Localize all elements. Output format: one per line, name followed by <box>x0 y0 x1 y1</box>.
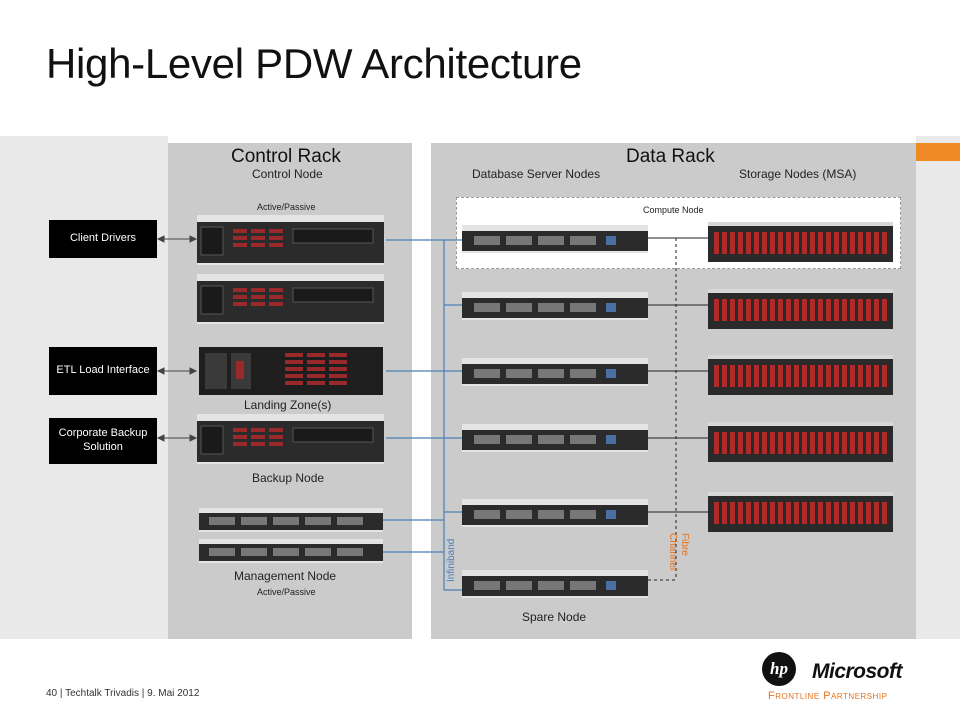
storage-node-msa <box>708 355 893 395</box>
server-1u-icon <box>462 292 648 320</box>
server-1u-icon <box>199 508 383 532</box>
management-node-server-1 <box>199 508 383 532</box>
landing-zone-server <box>199 347 383 395</box>
etl-load-label: ETL Load Interface <box>56 364 150 377</box>
storage-array-icon <box>708 422 893 462</box>
data-rack-title: Data Rack <box>626 146 715 167</box>
storage-array-icon <box>708 492 893 532</box>
client-drivers-box: Client Drivers <box>49 220 157 258</box>
server-1u-icon <box>462 225 648 253</box>
storage-nodes-label: Storage Nodes (MSA) <box>739 167 857 181</box>
client-drivers-label: Client Drivers <box>69 232 136 245</box>
corporate-backup-box: Corporate Backup Solution <box>49 418 157 464</box>
server-1u-icon <box>199 539 383 563</box>
control-rack-title: Control Rack <box>231 146 341 167</box>
active-passive-top-label: Active/Passive <box>257 202 316 212</box>
storage-node-msa <box>708 422 893 462</box>
footer-text: 40 | Techtalk Trivadis | 9. Mai 2012 <box>46 688 200 699</box>
db-server-node <box>462 499 648 527</box>
page-title: High-Level PDW Architecture <box>46 40 582 87</box>
infiniband-label: Infiniband <box>446 538 457 582</box>
db-server-node <box>462 225 648 253</box>
server-2u-icon <box>197 414 384 464</box>
server-2u-icon <box>197 274 384 324</box>
server-landing-zone-icon <box>199 347 383 395</box>
storage-array-icon <box>708 355 893 395</box>
storage-node-msa <box>708 289 893 329</box>
backup-node-server <box>197 414 384 464</box>
db-server-node <box>462 358 648 386</box>
storage-node-msa <box>708 492 893 532</box>
server-1u-icon <box>462 358 648 386</box>
ext-arrows <box>156 235 198 442</box>
server-1u-icon <box>462 424 648 452</box>
microsoft-logo: Microsoft <box>812 660 903 683</box>
management-node-server-2 <box>199 539 383 563</box>
etl-load-box: ETL Load Interface <box>49 347 157 395</box>
server-2u-icon <box>197 215 384 265</box>
server-1u-icon <box>462 499 648 527</box>
active-passive-bottom-label: Active/Passive <box>257 587 316 597</box>
partner-logos: hp Microsoft Frontline Partnership <box>762 652 922 708</box>
control-node-label: Control Node <box>252 167 323 181</box>
corporate-backup-label: Corporate Backup Solution <box>58 427 148 453</box>
db-server-nodes-label: Database Server Nodes <box>472 167 601 181</box>
storage-node-msa <box>708 222 893 262</box>
db-server-node <box>462 424 648 452</box>
db-server-node <box>462 292 648 320</box>
fibre-channel-lines <box>648 237 710 581</box>
hp-logo-icon: hp <box>762 652 796 686</box>
infiniband-lines <box>382 239 466 591</box>
backup-node-label: Backup Node <box>252 471 325 485</box>
management-node-label: Management Node <box>234 569 337 583</box>
frontline-partnership-text: Frontline Partnership <box>768 690 888 702</box>
spare-node-label: Spare Node <box>522 610 587 624</box>
compute-node-label: Compute Node <box>643 205 704 215</box>
control-node-server-2 <box>197 274 384 324</box>
control-node-server-1 <box>197 215 384 265</box>
spare-node-server <box>462 570 648 598</box>
server-1u-icon <box>462 570 648 598</box>
right-strip <box>916 136 960 639</box>
orange-accent-bar <box>916 143 960 161</box>
storage-array-icon <box>708 289 893 329</box>
storage-array-icon <box>708 222 893 262</box>
fibre-channel-label: Fibre Channel <box>667 533 690 571</box>
landing-zone-label: Landing Zone(s) <box>244 398 332 412</box>
